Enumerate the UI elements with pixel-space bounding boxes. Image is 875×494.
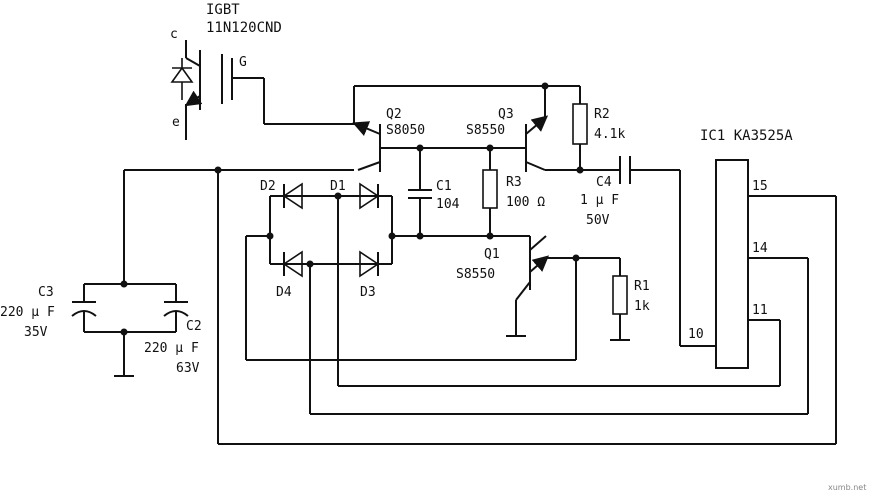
q3-part: S8550 <box>466 123 505 138</box>
diode-bridge <box>266 182 393 278</box>
c2-voltage: 63V <box>176 361 200 376</box>
c2-ref: C2 <box>186 319 202 334</box>
transistor-q1 <box>506 235 576 337</box>
d1-label: D1 <box>330 179 346 194</box>
ic1-pin14: 14 <box>752 241 768 256</box>
resistor-r2 <box>572 103 588 170</box>
q1-ref: Q1 <box>484 247 500 262</box>
c3-value: 220 μ F <box>0 305 55 320</box>
d3-label: D3 <box>360 285 376 300</box>
resistor-r1 <box>246 254 630 361</box>
igbt-pin-c: c <box>170 27 178 42</box>
top-rail <box>353 82 581 124</box>
r3-value: 100 Ω <box>506 195 545 210</box>
r3-ref: R3 <box>506 175 522 190</box>
c3-voltage: 35V <box>24 325 48 340</box>
capacitor-c1 <box>408 148 432 236</box>
ic1-label: IC1 KA3525A <box>700 128 793 144</box>
c4-value: 1 μ F <box>580 193 619 208</box>
filter-capacitors <box>71 166 354 377</box>
q1-part: S8550 <box>456 267 495 282</box>
r2-value: 4.1k <box>594 127 625 142</box>
resistor-r3 <box>482 148 498 236</box>
ic1-pin15: 15 <box>752 179 768 194</box>
igbt-title: IGBT <box>206 2 240 18</box>
d2-label: D2 <box>260 179 276 194</box>
c1-value: 104 <box>436 197 460 212</box>
c4-voltage: 50V <box>586 213 610 228</box>
igbt-pin-g: G <box>239 55 247 70</box>
transistor-q3 <box>420 86 620 172</box>
r2-ref: R2 <box>594 107 610 122</box>
q2-part: S8050 <box>386 123 425 138</box>
igbt-part: 11N120CND <box>206 20 282 36</box>
igbt-pin-e: e <box>172 115 180 130</box>
c1-ref: C1 <box>436 179 452 194</box>
c3-ref: C3 <box>38 285 54 300</box>
r1-ref: R1 <box>634 279 650 294</box>
capacitor-c4 <box>619 156 716 347</box>
ic1-pin10: 10 <box>688 327 704 342</box>
c2-value: 220 μ F <box>144 341 199 356</box>
d4-label: D4 <box>276 285 292 300</box>
return-wires <box>217 170 837 445</box>
ic1-pin11: 11 <box>752 303 768 318</box>
transistor-q2 <box>352 121 420 172</box>
igbt <box>170 40 356 140</box>
r1-value: 1k <box>634 299 650 314</box>
watermark: xumb.net <box>828 483 866 492</box>
c4-ref: C4 <box>596 175 612 190</box>
q2-ref: Q2 <box>386 107 402 122</box>
q3-ref: Q3 <box>498 107 514 122</box>
ic1-ka3525a <box>715 159 749 369</box>
